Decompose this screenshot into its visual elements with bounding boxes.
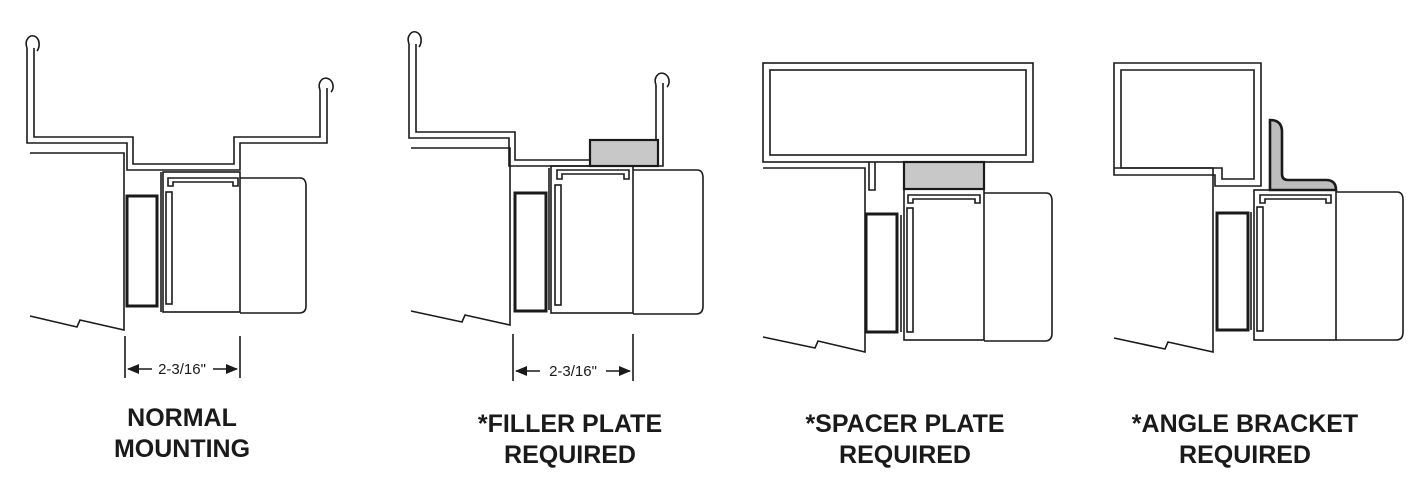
caption-filler-plate: *FILLER PLATE REQUIRED [440, 409, 700, 471]
wall-body [633, 169, 704, 315]
inner-slot [906, 207, 914, 333]
caption-line-1: *SPACER PLATE [805, 410, 1005, 438]
magnet-body [903, 188, 985, 341]
inner-slot [554, 184, 562, 306]
door-outline [410, 147, 511, 326]
wall-body [984, 192, 1053, 342]
mounting-channel [907, 194, 981, 204]
panel-angle-bracket [1113, 62, 1404, 353]
caption-spacer-plate: *SPACER PLATE REQUIRED [775, 409, 1035, 471]
caption-line-2: REQUIRED [1179, 441, 1311, 469]
caption-line-2: REQUIRED [839, 441, 971, 469]
strike-keeper [864, 212, 899, 334]
caption-angle-bracket: *ANGLE BRACKET REQUIRED [1105, 409, 1385, 471]
caption-line-1: *ANGLE BRACKET [1131, 410, 1359, 438]
dimension-label: 2-3/16" [549, 363, 597, 380]
strike-keeper [125, 194, 159, 308]
stop-lip [868, 162, 876, 191]
dimension-filler: 2-3/16" [512, 334, 634, 381]
caption-line-1: NORMAL [127, 404, 237, 432]
door-outline [1113, 167, 1214, 353]
spacer-plate [902, 160, 986, 191]
angle-bracket [1268, 118, 1338, 192]
filler-plate [588, 138, 660, 168]
wall-body [1336, 191, 1404, 341]
caption-line-1: *FILLER PLATE [477, 410, 663, 438]
caption-line-2: REQUIRED [504, 441, 636, 469]
strike-keeper [513, 191, 548, 313]
door-outline [762, 167, 866, 354]
header-frame [762, 62, 1034, 163]
caption-normal-mounting: NORMAL MOUNTING [67, 403, 297, 465]
caption-line-2: MOUNTING [113, 435, 251, 463]
wall-body [240, 177, 307, 314]
strike-keeper [1215, 211, 1250, 332]
door-outline [29, 152, 125, 332]
inner-slot [1256, 206, 1264, 332]
inner-slot [165, 191, 173, 305]
magnet-body [1253, 189, 1337, 341]
panel-normal-mounting: 2-3/16" [25, 35, 334, 378]
mounting-channel [1259, 194, 1332, 204]
magnet-body [550, 165, 634, 314]
mounting-channel [167, 177, 239, 187]
magnet-body [162, 171, 241, 313]
dimension-normal: 2-3/16" [124, 336, 241, 378]
dimension-label: 2-3/16" [158, 361, 206, 378]
mounting-channel [556, 169, 630, 180]
door-frame-profile [25, 35, 334, 171]
panel-filler-plate: 2-3/16" [407, 31, 704, 381]
panel-spacer-plate [762, 62, 1053, 354]
